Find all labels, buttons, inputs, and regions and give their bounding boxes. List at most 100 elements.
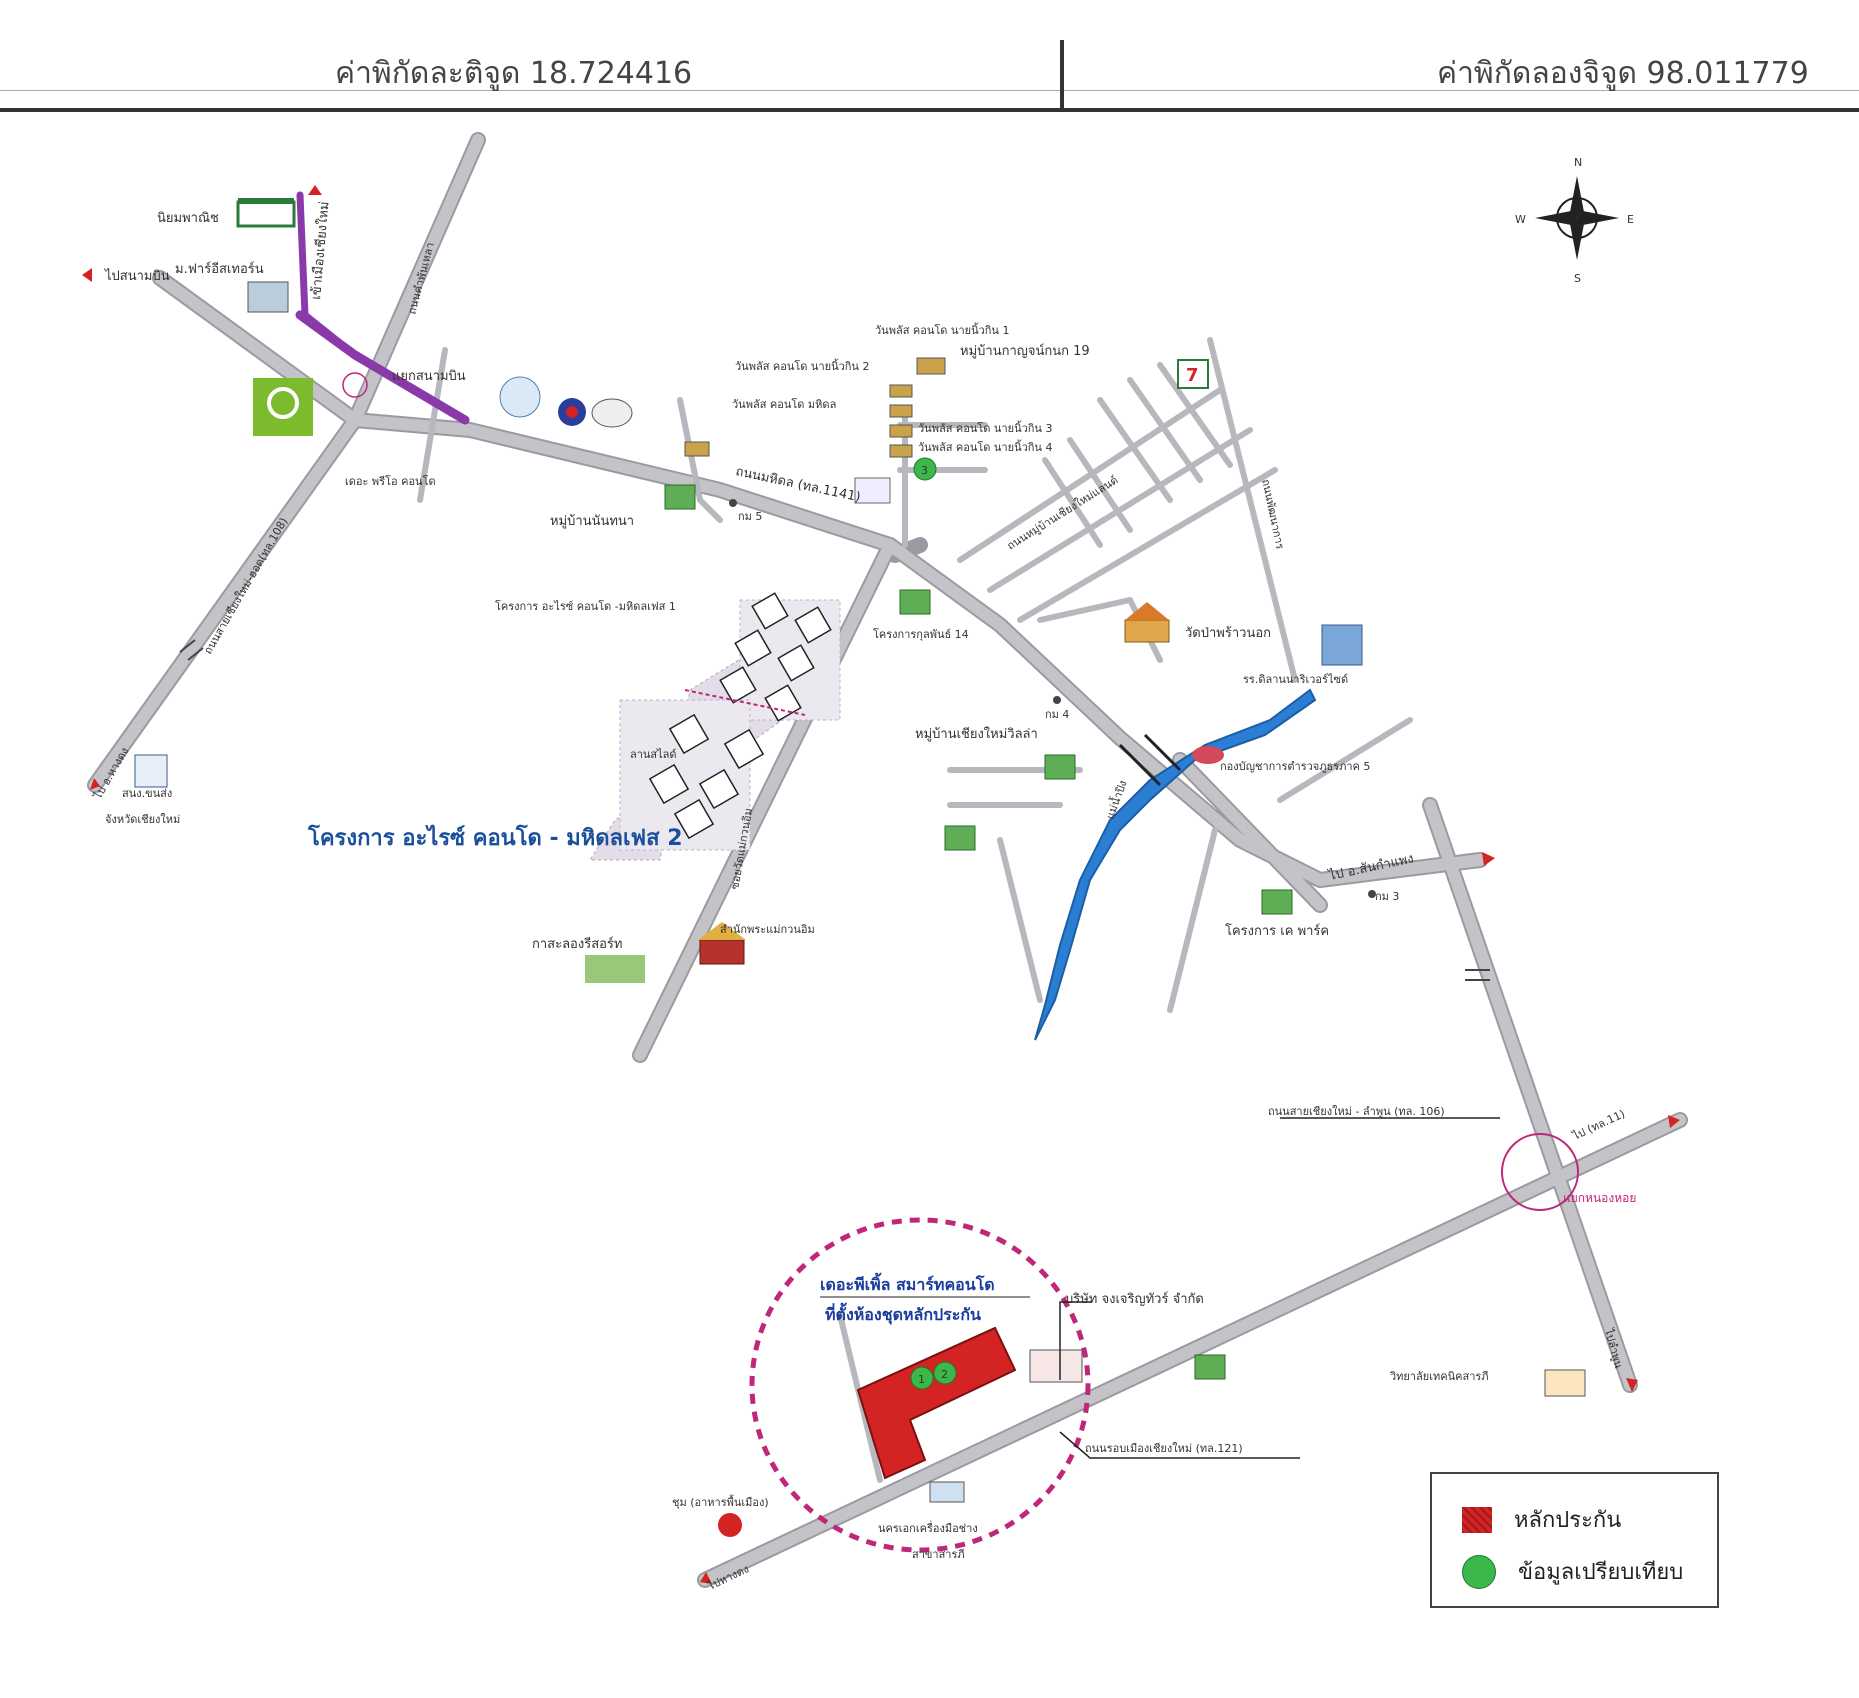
label-golf: กาสะลองรีสอร์ท	[532, 936, 623, 952]
svg-text:1: 1	[918, 1373, 925, 1386]
svg-text:2: 2	[941, 1368, 948, 1381]
label-to-11: ไป (ทล.11)	[1570, 1107, 1627, 1143]
comparable-swatch	[1462, 1554, 1496, 1589]
label-outer-ring-rd: ถนนสายเชียงใหม่-ฮอด(ทล.108)	[201, 515, 290, 656]
seal-icon	[499, 376, 541, 418]
college-icon	[1544, 1369, 1586, 1397]
label-gormor-5: กม 5	[738, 510, 762, 523]
header-divider	[1060, 40, 1064, 112]
seven-eleven-icon: 7	[1177, 359, 1209, 389]
compass-w: W	[1515, 213, 1526, 226]
label-wat: วัดป่าพร้าวนอก	[1185, 626, 1271, 641]
label-niyom: นิยมพาณิช	[157, 211, 219, 226]
location-map: N S E W 1 2 3	[82, 132, 1688, 1593]
compass-s: S	[1574, 272, 1581, 285]
label-ratchaphruek-rd: ถนนพัฒนาการ	[1259, 478, 1287, 551]
label-transport-office-2: จังหวัดเชียงใหม่	[105, 813, 180, 826]
condo-icon	[684, 357, 946, 458]
mazda-icon	[854, 477, 891, 504]
label-arise-1: โครงการ อะไรซ์ คอนโด -มหิดลเฟส 1	[495, 599, 676, 613]
bridge-icon	[1118, 733, 1182, 787]
label-airport-junction: แยกสนามบิน	[392, 369, 466, 384]
ptt-icon	[558, 398, 586, 426]
collateral-building	[856, 1326, 1017, 1480]
label-school: รร.ดิลานนาริเวอร์ไซด์	[1243, 673, 1348, 686]
bus-icon	[1029, 1349, 1083, 1383]
label-supalai-2: วันพลัส คอนโด นายนิ้วกิน 2	[735, 358, 869, 373]
compass-icon: N S E W	[1515, 156, 1634, 285]
school-building-icon	[1321, 624, 1363, 666]
transport-icon	[134, 754, 168, 788]
label-supalai-4: วันพลัส คอนโด นายนิ้วกิน 4	[918, 439, 1052, 454]
label-tools: นครเอกเครื่องมือช่าง	[878, 1520, 978, 1535]
label-ring-rd: ถนนรอบเมืองเชียงใหม่ (ทล.121)	[1085, 1442, 1243, 1455]
legend-comparable: ข้อมูลเปรียบเทียบ	[1518, 1560, 1684, 1585]
label-slope: ลานสไลด์	[630, 748, 677, 761]
arise-condo-plots	[589, 592, 841, 861]
longitude-label: ค่าพิกัดลองจิจูด 98.011779	[1437, 56, 1809, 91]
village-icon	[664, 484, 1293, 1380]
header-thin-rule	[0, 90, 1859, 91]
golf-icon	[585, 955, 645, 983]
building-icon	[236, 198, 296, 228]
latitude-label: ค่าพิกัดละติจูด 18.724416	[335, 56, 693, 91]
callout-lines	[1059, 1117, 1500, 1459]
label-supalai-mahidol: วันพลัส คอนโด มหิดล	[732, 397, 836, 411]
label-the-prio: เดอะ พรีโอ คอนโด	[345, 474, 436, 488]
label-tech-college: วิทยาลัยเทคนิคสารภี	[1389, 1370, 1488, 1383]
coordinate-header: ค่าพิกัดละติจูด 18.724416 ค่าพิกัดลองจิจ…	[0, 0, 1859, 115]
hotel-icon	[247, 281, 289, 313]
label-supalai-1: วันพลัส คอนโด นายนิ้วกิน 1	[875, 322, 1009, 337]
target-area-circle	[749, 1217, 1091, 1553]
label-tools-2: สาขาสารภี	[912, 1548, 965, 1561]
restaurant-icon	[718, 1513, 742, 1537]
logo-icon	[253, 378, 313, 436]
compass-n: N	[1574, 156, 1582, 169]
label-to-old-city: เข้าเมืองเชียงใหม่	[308, 201, 333, 301]
label-target-2: ที่ตั้งห้องชุดหลักประกัน	[825, 1302, 981, 1325]
roads	[87, 132, 1688, 1588]
label-nanthana: หมู่บ้านนันทนา	[550, 514, 634, 529]
temple-icon	[1124, 602, 1170, 643]
direction-arrows	[82, 185, 1680, 1584]
label-kpark: โครงการ เค พาร์ค	[1225, 923, 1329, 939]
compass-e: E	[1627, 213, 1634, 226]
comparable-marker: 2	[933, 1361, 957, 1385]
bell-icon	[729, 499, 1376, 898]
airport-junction-marker	[342, 372, 368, 398]
label-transport-office: สนง.ขนส่ง	[122, 787, 172, 800]
label-jong-charoen: บริษัท จงเจริญทัวร์ จำกัด	[1065, 1291, 1204, 1307]
label-rd-106: ถนนสายเชียงใหม่ - ลำพูน (ทล. 106)	[1268, 1105, 1445, 1118]
label-arise-2: โครงการ อะไรซ์ คอนโด - มหิดลเฟส 2	[307, 824, 683, 851]
legend-row-collateral: หลักประกัน	[1462, 1502, 1621, 1537]
comparable-marker: 3	[913, 457, 937, 481]
label-police: กองบัญชาการตำรวจภูธรภาค 5	[1220, 760, 1370, 773]
label-to-airport: ไปสนามบิน	[104, 268, 170, 284]
break-marks	[179, 639, 1490, 981]
label-kulphan: โครงการกุลพันธ์ 14	[873, 627, 969, 641]
legend-row-comparable: ข้อมูลเปรียบเทียบ	[1462, 1554, 1683, 1589]
label-chum: ชุม (อาหารพื้นเมือง)	[672, 1494, 769, 1509]
nong-hoi-marker	[1501, 1133, 1579, 1211]
label-kanjanakul: หมู่บ้านกาญจน์กนก 19	[960, 343, 1090, 359]
comparable-marker: 1	[910, 1366, 934, 1390]
svg-text:7: 7	[1186, 365, 1199, 386]
store-icon	[929, 1481, 965, 1503]
svg-text:3: 3	[921, 464, 928, 477]
ping-river	[1034, 688, 1317, 1041]
label-village-villa: หมู่บ้านเชียงใหม่วิลล่า	[915, 726, 1038, 742]
nissan-icon	[591, 398, 633, 428]
label-gormor-3: กม 3	[1375, 890, 1399, 903]
label-gormor-4: กม 4	[1045, 708, 1069, 721]
header-rule	[0, 108, 1859, 112]
legend: หลักประกัน ข้อมูลเปรียบเทียบ	[1430, 1472, 1719, 1608]
collateral-swatch	[1462, 1506, 1492, 1533]
label-guanyin: สำนักพระแม่กวนอิม	[720, 923, 815, 936]
shrine-icon	[698, 922, 746, 965]
legend-collateral: หลักประกัน	[1514, 1508, 1622, 1533]
label-farm-estate: ม.ฟาร์อีสเทอร์น	[175, 261, 264, 277]
label-supalai-3: วันพลัส คอนโด นายนิ้วกิน 3	[918, 420, 1052, 435]
label-target: เดอะพีเพิ้ล สมาร์ทคอนโด	[820, 1272, 995, 1294]
police-icon	[1192, 746, 1224, 764]
label-nong-hoi: แยกหนองหอย	[1563, 1191, 1636, 1205]
